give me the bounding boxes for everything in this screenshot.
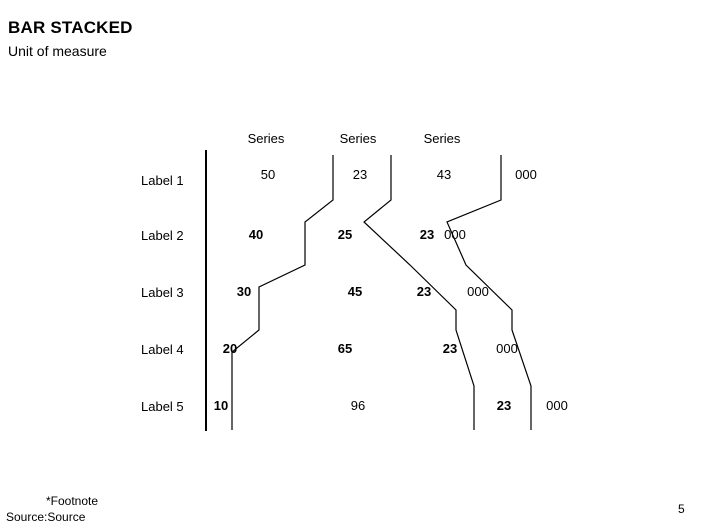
series-header-2: Series bbox=[339, 131, 377, 146]
series-header-1: Series bbox=[247, 131, 285, 146]
chart-axis-line bbox=[205, 150, 207, 431]
cell-r4-s1: 20 bbox=[222, 341, 238, 356]
cell-r2-s2: 25 bbox=[337, 227, 353, 242]
cell-r4-s4: 000 bbox=[496, 341, 518, 356]
source-text: Source:Source bbox=[6, 510, 86, 524]
footnote-text: *Footnote bbox=[46, 494, 99, 508]
cell-r2-s4: 000 bbox=[444, 227, 466, 242]
category-label-2: Label 2 bbox=[141, 228, 184, 243]
cell-r3-s4: 000 bbox=[467, 284, 489, 299]
series-header-3: Series bbox=[423, 131, 461, 146]
cell-r5-s2: 96 bbox=[350, 398, 366, 413]
category-label-1: Label 1 bbox=[141, 173, 184, 188]
slide-subtitle: Unit of measure bbox=[8, 43, 107, 59]
category-label-5: Label 5 bbox=[141, 399, 184, 414]
cell-r4-s2: 65 bbox=[337, 341, 353, 356]
cell-r1-s2: 23 bbox=[352, 167, 368, 182]
category-label-4: Label 4 bbox=[141, 342, 184, 357]
cell-r2-s1: 40 bbox=[248, 227, 264, 242]
cell-r3-s2: 45 bbox=[347, 284, 363, 299]
category-label-3: Label 3 bbox=[141, 285, 184, 300]
cell-r1-s1: 50 bbox=[260, 167, 276, 182]
page-title: BAR STACKED bbox=[8, 18, 133, 37]
cell-r1-s4: 000 bbox=[515, 167, 537, 182]
cell-r3-s1: 30 bbox=[236, 284, 252, 299]
cell-r5-s4: 000 bbox=[546, 398, 568, 413]
page-number: 5 bbox=[678, 502, 685, 516]
cell-r5-s3: 23 bbox=[496, 398, 512, 413]
stacked-bar-chart: Series Series Series Label 1 Label 2 Label 3… bbox=[141, 131, 568, 431]
cell-r1-s3: 43 bbox=[436, 167, 452, 182]
cell-r4-s3: 23 bbox=[442, 341, 458, 356]
cell-r3-s3: 23 bbox=[416, 284, 432, 299]
cell-r5-s1: 10 bbox=[213, 398, 229, 413]
cell-r2-s3: 23 bbox=[419, 227, 435, 242]
